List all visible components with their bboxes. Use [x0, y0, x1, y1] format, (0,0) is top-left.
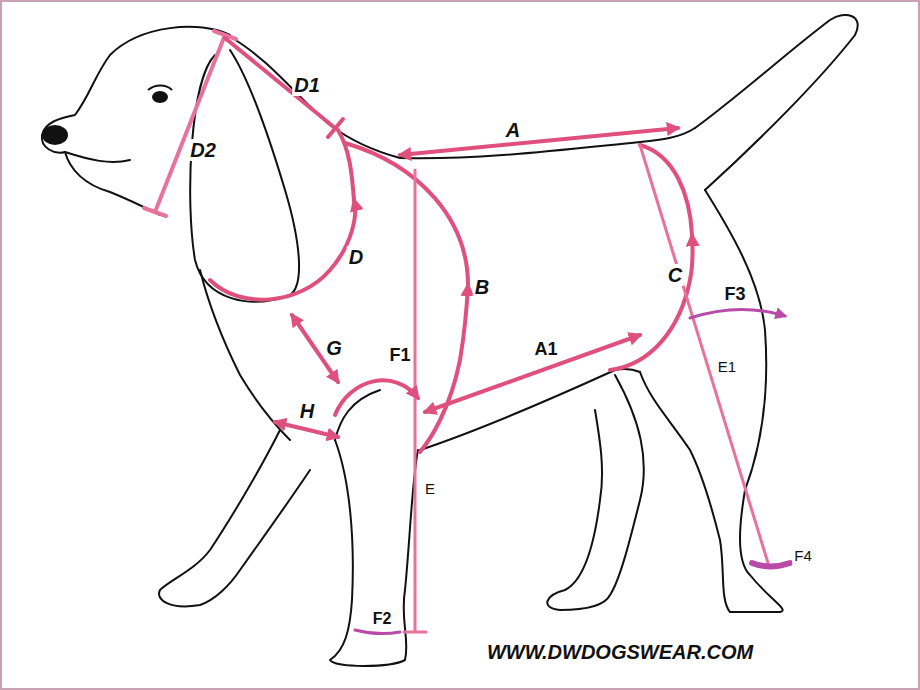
- dog-head: [42, 27, 230, 215]
- measure-cap: [144, 31, 236, 216]
- dog-back: [400, 128, 695, 158]
- measurement-label: D2: [188, 139, 218, 161]
- dog-hind-leg: [640, 190, 783, 612]
- measure-d2: [155, 35, 225, 212]
- dog-nose: [42, 125, 68, 145]
- measure-d: [210, 200, 355, 300]
- measure-f2: [355, 630, 400, 634]
- dog-outline: [42, 15, 858, 666]
- dog-chest: [200, 270, 290, 440]
- measurement-label: F4: [792, 548, 814, 565]
- measurement-label: F1: [387, 346, 412, 366]
- dog-tail: [695, 15, 858, 190]
- measure-d: [338, 130, 354, 200]
- measure-a: [400, 128, 678, 155]
- measure-d1: [225, 38, 335, 128]
- measurement-label: C: [666, 264, 684, 286]
- measurement-label: A1: [532, 340, 559, 360]
- measurement-label: F2: [371, 610, 394, 628]
- measure-h: [275, 422, 338, 437]
- measure-c: [640, 145, 692, 235]
- measure-f1: [335, 380, 418, 415]
- measurement-label: D1: [292, 74, 322, 96]
- measurement-label: G: [324, 337, 344, 359]
- measure-e1: [640, 145, 768, 563]
- measurement-label: E1: [716, 359, 738, 376]
- measurement-label: H: [298, 400, 316, 422]
- measure-f4: [752, 563, 790, 567]
- measurement-label: E: [423, 481, 437, 498]
- dog-eye: [152, 91, 168, 103]
- dog-shoulder: [335, 390, 380, 440]
- measurement-label: B: [473, 276, 491, 298]
- dog-eyelid: [148, 86, 172, 91]
- measurement-label: A: [504, 119, 522, 141]
- dog-neck: [232, 38, 400, 158]
- measure-a1: [425, 335, 640, 412]
- measure-e: [404, 170, 426, 632]
- measurement-label: D: [347, 246, 365, 268]
- dog-mouth: [65, 152, 130, 162]
- measurement-lines: [144, 31, 790, 634]
- dog-far-front-leg: [159, 430, 310, 606]
- measure-c: [610, 235, 693, 370]
- watermark-text: WWW.DWDOGSWEAR.COM: [485, 641, 755, 663]
- measure-b: [345, 143, 468, 285]
- measurement-label: F3: [722, 285, 747, 305]
- dog-far-hind-leg: [547, 375, 644, 610]
- measure-b: [420, 285, 468, 452]
- measure-f3: [690, 309, 785, 318]
